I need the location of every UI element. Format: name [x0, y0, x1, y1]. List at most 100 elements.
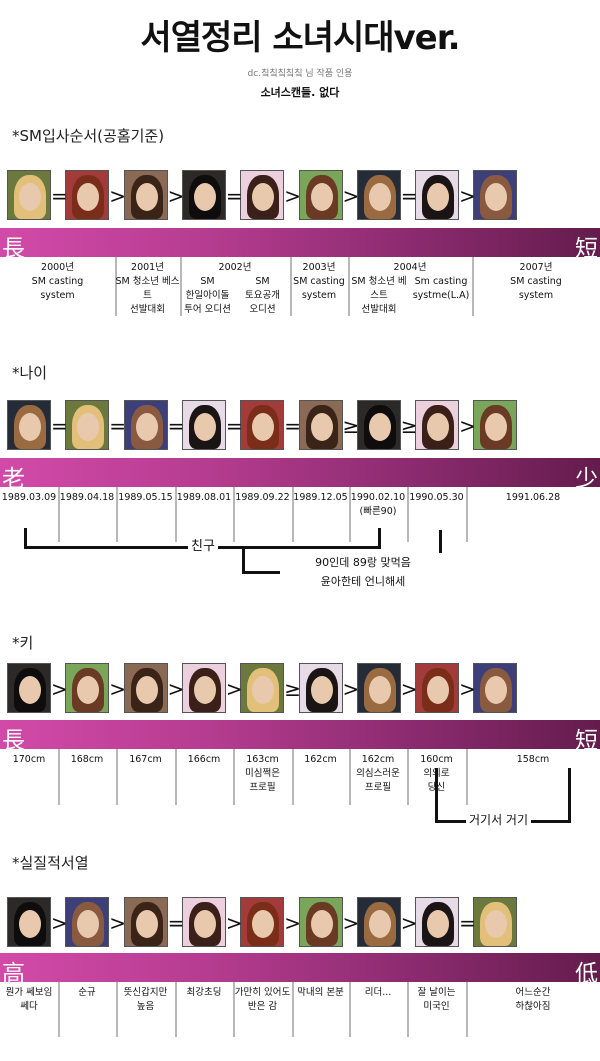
section-header: *SM입사순서(공홈기준)	[12, 127, 165, 145]
member-photo	[7, 663, 51, 713]
cell-text: 2007년 SM casting system	[510, 262, 562, 301]
face-shape	[77, 676, 100, 704]
face-shape	[485, 413, 508, 441]
face-shape	[310, 676, 333, 704]
member-photo	[415, 897, 460, 947]
cell-text: 166cm	[187, 754, 221, 765]
member-photo	[356, 663, 401, 713]
comparison-operator: =	[225, 184, 243, 208]
section-header: *키	[12, 634, 34, 652]
comparison-operator: =	[167, 911, 185, 935]
cell-subtext: SM 청소년 베스트 선발대회	[351, 276, 407, 315]
cell-text: 순규	[78, 987, 96, 998]
face-shape	[19, 910, 41, 938]
member-photo	[181, 897, 226, 947]
member-photo	[240, 897, 285, 947]
comparison-operator: =	[109, 414, 127, 438]
member-photo	[298, 897, 343, 947]
scale-right-label: 少	[575, 466, 598, 492]
cell-text: 1989.04.18	[59, 492, 115, 503]
scale-left-label: 老	[2, 466, 25, 492]
column-divider	[233, 487, 235, 542]
member-photo	[65, 897, 110, 947]
cell-text: 뜻신갑지만 높음	[123, 987, 168, 1012]
member-photo	[65, 170, 110, 220]
comparison-operator: >	[400, 911, 418, 935]
bracket-line	[435, 768, 438, 823]
face-shape	[135, 183, 158, 211]
face-shape	[427, 183, 450, 211]
face-shape	[193, 183, 216, 211]
face-shape	[77, 910, 100, 938]
comparison-operator: ≥	[284, 677, 301, 701]
scale-left-label: 長	[2, 236, 25, 262]
cell-text: 최강초딩	[186, 987, 222, 998]
member-photo	[298, 400, 343, 450]
face-shape	[19, 183, 41, 211]
column-divider	[407, 982, 409, 1037]
member-photo	[123, 400, 168, 450]
face-shape	[252, 910, 275, 938]
column-divider	[349, 487, 351, 542]
member-photo	[65, 400, 110, 450]
bracket-label-note: 90인데 89랑 맞먹음 윤아한테 언니해세	[280, 553, 446, 591]
bracket-label-same: 거기서 거기	[466, 811, 532, 830]
cell-text: 막내의 본분	[297, 987, 344, 998]
column-divider	[233, 982, 235, 1037]
comparison-operator: =	[167, 414, 185, 438]
face-shape	[77, 413, 100, 441]
face-shape	[252, 183, 275, 211]
cell-text: 167cm	[129, 754, 162, 765]
tagline: 소녀스캔들. 없다	[260, 86, 340, 99]
member-photo	[7, 897, 51, 947]
member-photo	[356, 170, 401, 220]
cell-subtext: Sm casting systme(L.A)	[412, 276, 470, 301]
face-shape	[427, 910, 450, 938]
column-divider	[466, 982, 468, 1037]
face-shape	[135, 910, 158, 938]
comparison-operator: =	[51, 184, 68, 208]
member-photo	[65, 663, 110, 713]
comparison-operator: >	[459, 414, 476, 438]
comparison-operator: >	[51, 677, 68, 701]
face-shape	[427, 413, 450, 441]
member-photo	[473, 663, 518, 713]
cell-text: 1989.03.09	[1, 492, 57, 503]
member-photo	[415, 663, 460, 713]
comparison-operator: >	[459, 184, 476, 208]
member-photo	[123, 663, 168, 713]
comparison-operator: =	[459, 911, 476, 935]
column-divider	[348, 257, 350, 316]
column-divider	[115, 257, 117, 316]
comparison-operator: >	[167, 677, 185, 701]
column-divider	[349, 749, 351, 805]
face-shape	[310, 183, 333, 211]
face-shape	[310, 910, 333, 938]
column-divider	[290, 257, 292, 316]
scale-bar: 老少	[0, 458, 600, 492]
comparison-operator: >	[109, 911, 127, 935]
column-divider	[58, 982, 60, 1037]
face-shape	[368, 413, 391, 441]
comparison-operator: >	[342, 184, 360, 208]
member-photo	[123, 897, 168, 947]
face-shape	[135, 676, 158, 704]
cell-text: 뭔가 쎄보임 쎄다	[5, 987, 53, 1012]
face-shape	[485, 910, 508, 938]
cell-text: 158cm	[516, 754, 550, 765]
cell-text: 2000년 SM casting system	[31, 262, 84, 301]
column-divider	[116, 749, 118, 805]
cell-text: 162cm	[304, 754, 337, 765]
member-photo	[240, 400, 285, 450]
face-shape	[485, 183, 508, 211]
member-photo	[123, 170, 168, 220]
member-photo	[7, 170, 51, 220]
column-divider	[472, 257, 474, 316]
member-photo	[298, 170, 343, 220]
member-photo	[415, 400, 460, 450]
scale-left-label: 長	[2, 728, 25, 754]
cell-text: 1989.05.15	[118, 492, 173, 503]
comparison-operator: >	[225, 677, 243, 701]
scale-bar: 長短	[0, 720, 600, 754]
face-shape	[368, 910, 391, 938]
